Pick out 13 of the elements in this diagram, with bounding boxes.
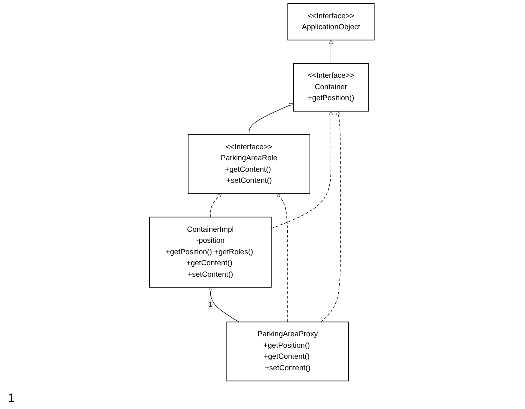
arrow [321, 111, 342, 322]
arrow [277, 194, 289, 322]
node-box [150, 216, 272, 288]
node-box [294, 63, 370, 112]
arrow [208, 287, 240, 322]
arrow [210, 194, 222, 218]
arrow [330, 40, 334, 64]
arrow [249, 103, 294, 136]
multiplicity-label: 1 [8, 391, 15, 405]
arrow [272, 111, 334, 230]
node-box [288, 3, 376, 41]
node-box [188, 134, 311, 194]
node-box [227, 322, 350, 382]
